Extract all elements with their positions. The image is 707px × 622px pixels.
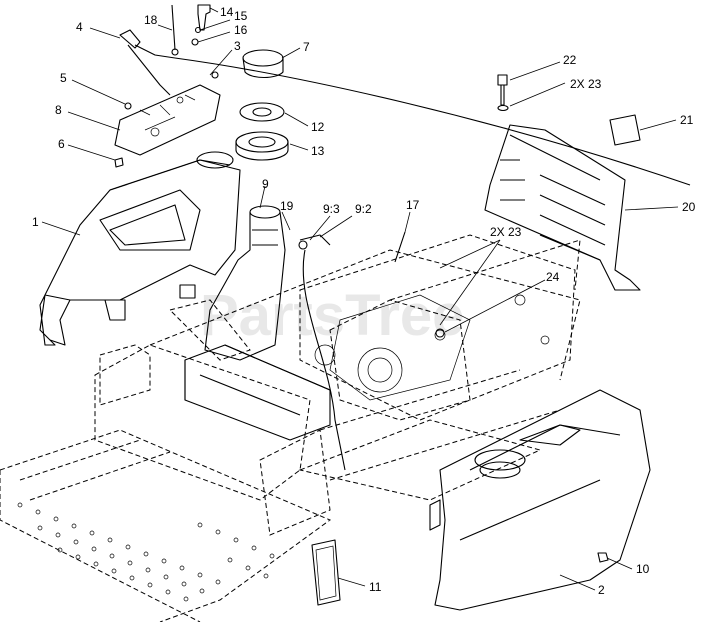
callout-23a: 2X 23 [570, 77, 602, 91]
callout-7: 7 [303, 40, 310, 54]
washer-23 [497, 104, 509, 112]
callout-12: 12 [311, 120, 325, 134]
pedal-pad-11 [311, 539, 341, 606]
callout-13: 13 [311, 144, 325, 158]
callout-5: 5 [60, 71, 67, 85]
screw-5 [124, 102, 132, 110]
callout-9-3: 9:3 [323, 202, 340, 216]
throttle-cable [174, 57, 691, 186]
callout-6: 6 [58, 137, 65, 151]
battery-box [184, 344, 331, 441]
callout-23b: 2X 23 [490, 225, 522, 239]
floor-plate [0, 429, 332, 622]
callout-21: 21 [680, 113, 694, 127]
leader-lines [41, 7, 679, 591]
callout-18: 18 [144, 13, 158, 27]
callout-22: 22 [563, 53, 577, 67]
ring-13 [235, 131, 289, 161]
decal-21 [609, 114, 641, 146]
bolt-22 [497, 74, 508, 106]
callout-24: 24 [546, 270, 560, 284]
callout-11: 11 [369, 580, 382, 594]
nut-16 [191, 38, 199, 46]
callout-8: 8 [55, 103, 62, 117]
callout-2: 2 [598, 583, 605, 597]
watermark: PartsTree [200, 283, 464, 348]
fuel-tank-9 [204, 205, 286, 361]
knob-14 [197, 4, 211, 31]
fuel-cap-7 [242, 49, 284, 79]
callout-16: 16 [234, 23, 248, 37]
side-panel-20 [484, 124, 641, 291]
callout-1: 1 [32, 215, 39, 229]
gasket-12 [239, 102, 285, 122]
callout-9: 9 [262, 177, 269, 191]
lever-4 [119, 29, 176, 96]
callout-15: 15 [234, 9, 248, 23]
rear-deck [299, 234, 576, 421]
frame [94, 239, 581, 536]
floor-holes [17, 502, 275, 602]
callout-20: 20 [682, 200, 696, 214]
rod-18 [171, 4, 179, 56]
callout-17: 17 [406, 198, 420, 212]
fender-pod-1 [39, 151, 241, 346]
callout-19: 19 [280, 199, 294, 213]
callout-4: 4 [76, 20, 83, 34]
callout-labels: 1 2 3 4 5 6 7 8 9 9:3 9:2 10 11 12 13 14… [32, 5, 696, 597]
clip-3 [211, 71, 219, 79]
callout-10: 10 [636, 562, 650, 576]
callout-3: 3 [234, 39, 241, 53]
nut-24 [435, 328, 445, 338]
control-panel-8 [114, 84, 221, 156]
callout-14: 14 [220, 5, 234, 19]
wire-17 [394, 231, 406, 263]
fender-pod-2 [429, 389, 651, 611]
nut-10 [597, 552, 609, 563]
clip-6 [114, 157, 124, 168]
fuel-line [298, 234, 346, 471]
callout-9-2: 9:2 [355, 202, 372, 216]
